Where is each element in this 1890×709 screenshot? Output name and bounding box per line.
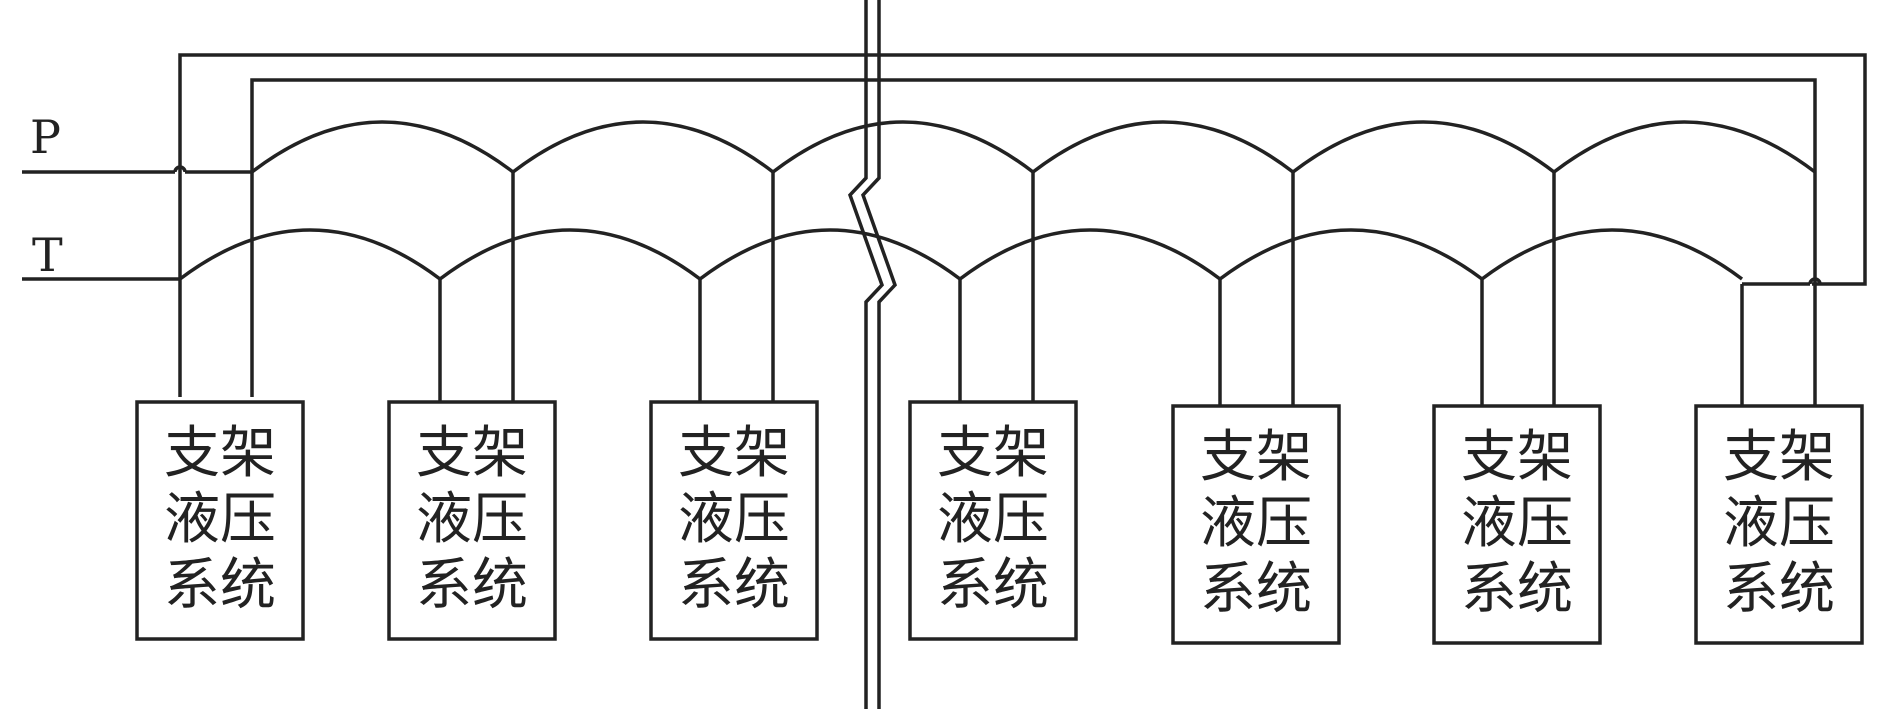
unit-label-line-2: 液压 [416,487,528,552]
t-line-arc [1218,228,1484,281]
unit-box [135,400,305,641]
unit-label-line-3: 系统 [1723,557,1835,622]
unit-label: 支架 液压 系统 [137,421,303,619]
t-line-arc [698,228,962,281]
p-crossover [173,165,187,173]
p-line-label: P [30,110,61,164]
t-line-label: T [32,228,63,282]
p-line-arc [1031,120,1295,174]
unit-label-line-1: 支架 [164,421,276,486]
unit-label-line-2: 液压 [164,487,276,552]
t-line-arc [438,228,702,281]
unit-label-line-2: 液压 [937,487,1049,552]
unit-label-line-1: 支架 [1461,425,1573,490]
unit-label: 支架 液压 系统 [1696,425,1862,623]
unit-label-line-1: 支架 [1200,425,1312,490]
unit-label-line-1: 支架 [678,421,790,486]
unit-label: 支架 液压 系统 [1434,425,1600,623]
unit-label-line-2: 液压 [1723,491,1835,556]
unit-label-line-3: 系统 [416,553,528,618]
unit-label: 支架 液压 系统 [651,421,817,619]
unit-box [908,400,1078,641]
unit-label-line-1: 支架 [1723,425,1835,490]
unit-label-line-3: 系统 [937,553,1049,618]
unit-label-line-2: 液压 [1200,491,1312,556]
unit-label-line-1: 支架 [937,421,1049,486]
unit-box [649,400,819,641]
p-line-arc [511,120,775,174]
t-crossover [1808,277,1822,285]
unit-label-line-3: 系统 [164,553,276,618]
unit-label-line-2: 液压 [678,487,790,552]
unit-box [1432,404,1602,645]
break-line-left [847,0,885,709]
unit-label-line-2: 液压 [1461,491,1573,556]
break-line-right [860,0,898,709]
unit-label-line-1: 支架 [416,421,528,486]
t-line-arc [1480,228,1744,281]
unit-label-line-3: 系统 [678,553,790,618]
p-line-arc [1552,120,1817,174]
unit-box [1694,404,1864,645]
unit-label-line-3: 系统 [1200,557,1312,622]
unit-label: 支架 液压 系统 [1173,425,1339,623]
p-line-arc [1291,120,1556,174]
unit-label: 支架 液压 系统 [910,421,1076,619]
p-line-arc [250,120,515,174]
unit-box [1171,404,1341,645]
t-line-arc [178,228,442,281]
unit-label: 支架 液压 系统 [389,421,555,619]
p-line-arc [771,120,1035,174]
unit-box [387,400,557,641]
t-line-arc [958,228,1222,281]
outer-loop-line [178,53,1867,397]
unit-label-line-3: 系统 [1461,557,1573,622]
